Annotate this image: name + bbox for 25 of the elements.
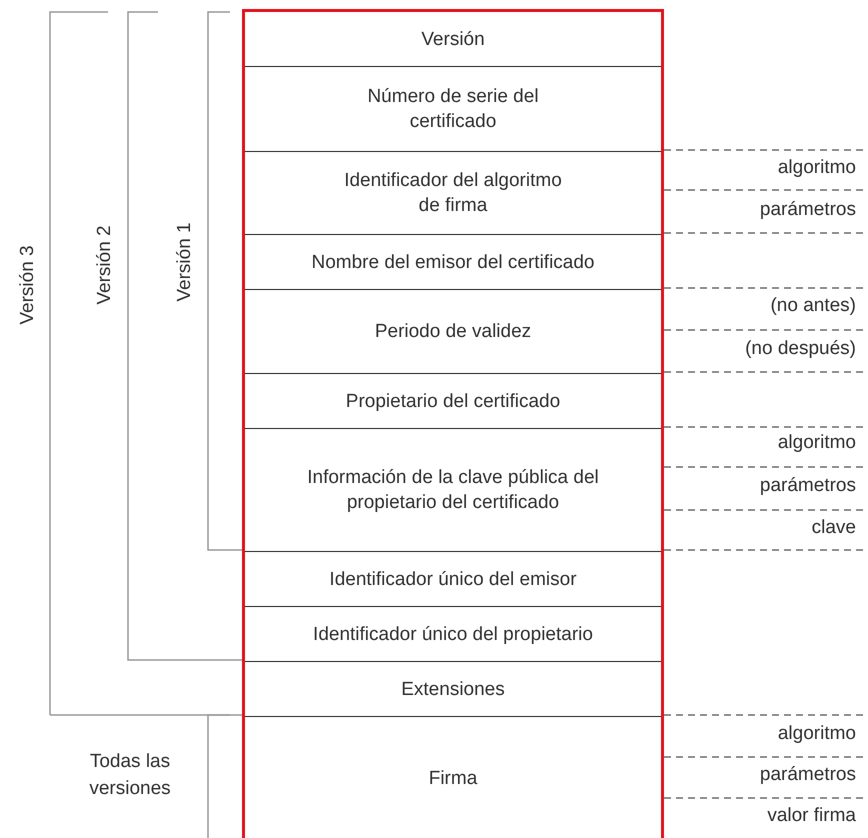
version-label: Versión 1	[174, 222, 196, 302]
field-name: Extensiones	[401, 678, 505, 702]
field-name: Nombre del emisor del certificado	[311, 250, 594, 274]
field-name: Firma	[428, 767, 478, 791]
version-label: Todas las versiones	[88, 750, 172, 801]
field-name: Número de serie del certificado	[366, 85, 540, 134]
field-name: Información de la clave pública del propietario del certificado	[306, 466, 600, 515]
subfield-label: algoritmo	[778, 723, 856, 745]
subfield-label: parámetros	[760, 475, 856, 497]
subfield-label: valor firma	[767, 805, 856, 827]
field-name: Identificador del algoritmo de firma	[343, 169, 563, 218]
version-label: Versión 2	[94, 225, 116, 305]
subfield-label: algoritmo	[778, 432, 856, 454]
subfield-label: (no antes)	[770, 295, 856, 317]
field-name: Identificador único del propietario	[313, 622, 593, 646]
subfield-label: parámetros	[760, 199, 856, 221]
field-name: Propietario del certificado	[346, 390, 560, 414]
subfield-label: (no después)	[745, 338, 856, 360]
subfield-label: algoritmo	[778, 157, 856, 179]
field-name: Periodo de validez	[374, 320, 532, 344]
subfield-label: parámetros	[760, 764, 856, 786]
version-label: Versión 3	[17, 245, 39, 325]
field-name: Identificador único del emisor	[329, 568, 577, 592]
subfield-label: clave	[812, 517, 856, 539]
field-name: Versión	[421, 28, 485, 52]
